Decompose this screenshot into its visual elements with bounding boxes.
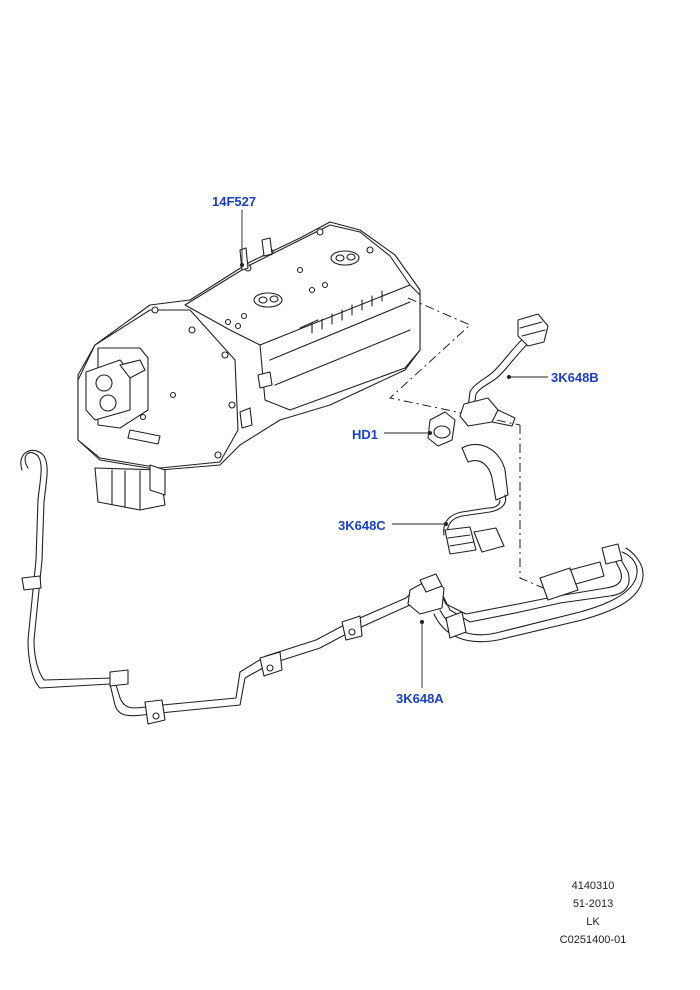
alignment-line-lower xyxy=(519,425,549,591)
callout-14f527[interactable]: 14F527 xyxy=(212,194,257,209)
leader-lines xyxy=(240,210,548,688)
alignment-line-upper xyxy=(388,297,521,426)
reference-code: LK xyxy=(586,916,600,928)
callout-3k648b[interactable]: 3K648B xyxy=(551,370,599,385)
fuel-pipe-3k648b[interactable] xyxy=(459,313,549,427)
callout-hd1[interactable]: HD1 xyxy=(352,427,379,442)
fuel-pump-assembly[interactable] xyxy=(77,221,421,511)
reference-date: 51-2013 xyxy=(572,898,614,910)
illustration-id: C0251400-01 xyxy=(559,934,627,946)
reference-number: 4140310 xyxy=(571,880,615,892)
callout-3k648a[interactable]: 3K648A xyxy=(396,691,444,706)
fuel-hose-3k648c[interactable] xyxy=(443,443,509,555)
clip-hd1[interactable] xyxy=(427,411,456,447)
fuel-line-3k648a[interactable] xyxy=(20,449,644,725)
callout-3k648c[interactable]: 3K648C xyxy=(338,518,386,533)
